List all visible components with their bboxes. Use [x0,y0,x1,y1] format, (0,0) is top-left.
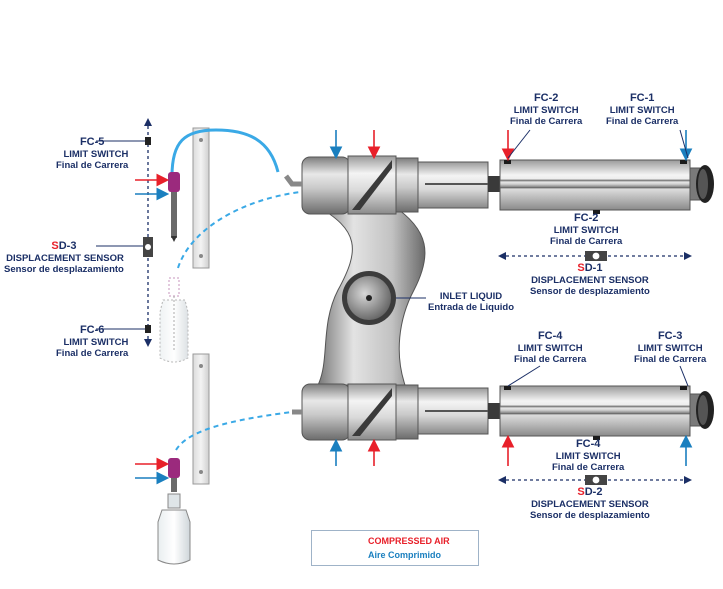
inlet-liquid-label: INLET LIQUID Entrada de Liquido [428,291,515,313]
fc3-label: FC-3 LIMIT SWITCH Final de Carrera [634,330,707,365]
upper-mounting-plate [192,127,210,269]
sd3-label: SD-3 DISPLACEMENT SENSOR Sensor de despl… [4,240,124,275]
upper-bottle-ghost [159,277,189,363]
top-pump-assembly [284,130,714,215]
fc2-mid-label: FC-2 LIMIT SWITCH Final de Carrera [550,212,623,247]
lower-mounting-plate [192,353,210,485]
fc5-label: FC-5 LIMIT SWITCH Final de Carrera [56,136,129,171]
legend-compressed-air: COMPRESSED AIR [368,536,450,546]
fc6-label: FC-6 LIMIT SWITCH Final de Carrera [56,324,129,359]
lower-bottle [157,493,191,565]
legend: COMPRESSED AIR Aire Comprimido [311,530,479,566]
sd1-label: SD-1 DISPLACEMENT SENSOR Sensor de despl… [530,262,650,297]
sd2-label: SD-2 DISPLACEMENT SENSOR Sensor de despl… [530,486,650,521]
fc4-top-label: FC-4 LIMIT SWITCH Final de Carrera [514,330,587,365]
bottom-pump-assembly [292,383,714,466]
fc4-mid-label: FC-4 LIMIT SWITCH Final de Carrera [552,438,625,473]
fc1-label: FC-1 LIMIT SWITCH Final de Carrera [606,92,679,127]
legend-aire-comprimido: Aire Comprimido [368,550,442,560]
fc2-top-label: FC-2 LIMIT SWITCH Final de Carrera [510,92,583,127]
